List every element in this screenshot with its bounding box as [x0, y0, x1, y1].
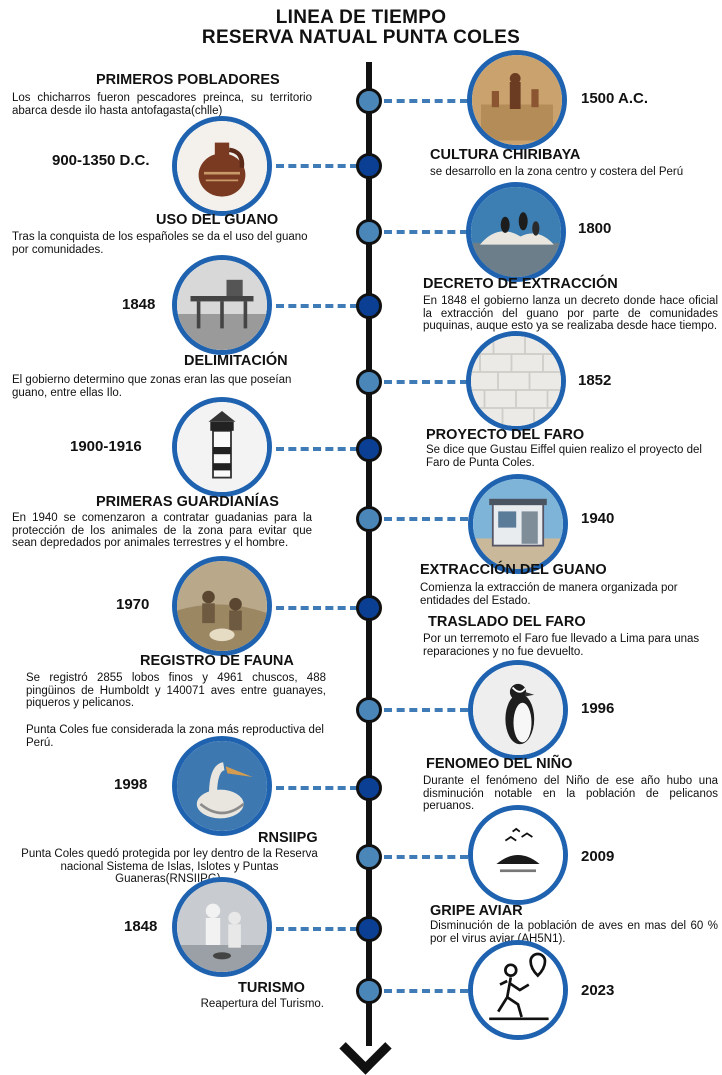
event-description: En 1848 el gobierno lanza un decreto don…	[423, 295, 718, 332]
lighthouse-photo	[172, 397, 272, 497]
connector-dash	[384, 99, 468, 103]
event-description: se desarrollo en la zona centro y coster…	[430, 166, 684, 178]
cave-painting-photo	[467, 50, 567, 150]
timeline-node	[356, 506, 382, 532]
connector-dash	[276, 606, 358, 610]
pelican-photo	[172, 736, 272, 836]
connector-dash	[276, 304, 358, 308]
event-description: Los chicharros fueron pescadores preinca…	[12, 92, 312, 117]
seabirds-photo	[466, 182, 566, 282]
connector-dash	[384, 989, 468, 993]
event-title: TURISMO	[238, 980, 305, 996]
event-description-extra: Punta Coles fue considerada la zona más …	[26, 724, 324, 749]
timeline-node	[356, 844, 382, 870]
event-description: Se dice que Gustau Eiffel quien realizo …	[426, 444, 702, 469]
event-title: RNSIIPG	[258, 830, 318, 846]
timeline-node	[356, 436, 382, 462]
reserve-logo	[468, 805, 568, 905]
connector-dash	[276, 927, 358, 931]
stone-wall-photo	[466, 331, 566, 431]
event-title: GRIPE AVIAR	[430, 903, 523, 919]
guard-booth-photo	[468, 474, 568, 574]
timeline-node	[356, 88, 382, 114]
event-year: 1996	[581, 700, 615, 717]
timeline-node	[356, 153, 382, 179]
title-line-2: RESERVA NATUAL PUNTA COLES	[201, 27, 521, 48]
event-title: PROYECTO DEL FARO	[426, 427, 585, 443]
event-year: 1500 A.C.	[581, 90, 648, 107]
penguin-photo	[468, 660, 568, 760]
timeline-node	[356, 916, 382, 942]
event-description: En 1940 se comenzaron a contratar guadan…	[12, 512, 312, 549]
connector-dash	[384, 380, 468, 384]
timeline-node	[356, 293, 382, 319]
historic-pier-photo	[172, 255, 272, 355]
event-year: 1800	[578, 220, 612, 237]
event-title: FENOMEO DEL NIÑO	[426, 756, 573, 772]
event-description: El gobierno determino que zonas eran las…	[12, 374, 292, 399]
event-title: PRIMEROS POBLADORES	[96, 72, 280, 88]
event-year: 1852	[578, 372, 612, 389]
connector-dash	[276, 164, 358, 168]
hiker-icon	[468, 940, 568, 1040]
connector-dash	[384, 517, 468, 521]
event-year: 1848	[124, 918, 158, 935]
timeline-node	[356, 978, 382, 1004]
event-title: EXTRACCIÓN DEL GUANO	[420, 562, 607, 578]
timeline-node	[356, 775, 382, 801]
timeline-node	[356, 697, 382, 723]
connector-dash	[384, 230, 468, 234]
event-description: Tras la conquista de los españoles se da…	[12, 231, 308, 256]
ceramic-vessel-photo	[172, 116, 272, 216]
event-year: 1900-1916	[70, 438, 142, 455]
timeline-spine	[366, 62, 372, 1046]
arrow-down-icon	[339, 1022, 392, 1075]
timeline-node	[356, 219, 382, 245]
event-description: Se registró 2855 lobos finos y 4961 chus…	[26, 672, 326, 709]
hazmat-workers-photo	[172, 877, 272, 977]
event-description: Por un terremoto el Faro fue llevado a L…	[423, 633, 700, 658]
guano-workers-photo	[172, 556, 272, 656]
event-title: TRASLADO DEL FARO	[428, 614, 586, 630]
event-description: Punta Coles quedó protegida por ley dent…	[21, 848, 318, 885]
event-title: REGISTRO DE FAUNA	[140, 653, 294, 669]
event-title: DECRETO DE EXTRACCIÓN	[423, 276, 618, 292]
timeline-node	[356, 595, 382, 621]
connector-dash	[384, 855, 468, 859]
connector-dash	[276, 786, 358, 790]
timeline-node	[356, 369, 382, 395]
event-title: PRIMERAS GUARDIANÍAS	[96, 494, 279, 510]
event-year: 2023	[581, 982, 615, 999]
event-year: 1940	[581, 510, 615, 527]
event-year: 900-1350 D.C.	[52, 152, 150, 169]
event-year: 2009	[581, 848, 615, 865]
event-year: 1848	[122, 296, 156, 313]
page-title: LINEA DE TIEMPO RESERVA NATUAL PUNTA COL…	[0, 8, 722, 48]
event-title: CULTURA CHIRIBAYA	[430, 147, 581, 163]
event-year: 1998	[114, 776, 148, 793]
event-description: Disminución de la población de aves en m…	[430, 920, 718, 945]
connector-dash	[276, 447, 358, 451]
event-description: Comienza la extracción de manera organiz…	[420, 582, 678, 607]
event-year: 1970	[116, 596, 150, 613]
event-title: USO DEL GUANO	[156, 212, 279, 228]
connector-dash	[384, 708, 468, 712]
event-title: DELIMITACIÓN	[184, 353, 288, 369]
event-description: Reapertura del Turismo.	[200, 998, 324, 1010]
title-line-1: LINEA DE TIEMPO	[275, 7, 447, 28]
event-description: Durante el fenómeno del Niño de ese año …	[423, 775, 718, 812]
